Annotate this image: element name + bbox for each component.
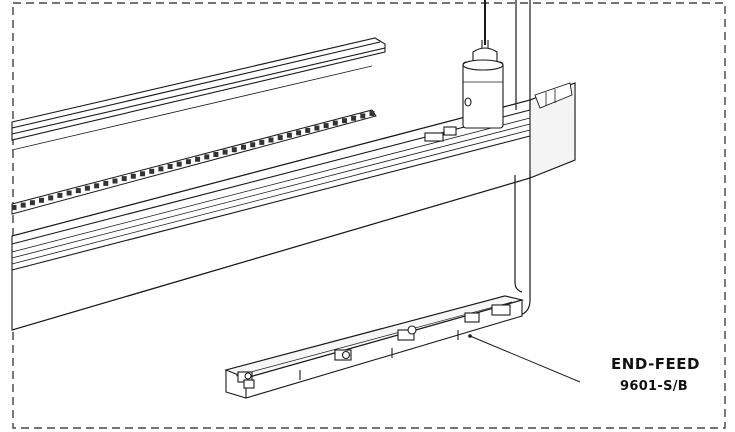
callout-leader-line (469, 335, 581, 383)
led-chip (158, 166, 164, 172)
led-chip (369, 111, 375, 116)
led-chip (351, 115, 357, 121)
led-chip (29, 200, 35, 206)
led-chip (296, 130, 302, 136)
aluminium-profile (11, 82, 576, 331)
led-chip (176, 161, 182, 167)
led-chip (286, 132, 292, 138)
callout-part-number: 9601-S/B (620, 379, 688, 394)
led-chip (48, 195, 54, 201)
led-chip (75, 188, 81, 194)
led-chip (241, 144, 246, 150)
led-chip (213, 152, 219, 157)
led-chip (11, 205, 17, 210)
led-chip (103, 180, 109, 186)
led-chip (57, 192, 63, 198)
led-chip (20, 202, 26, 208)
led-chip (94, 183, 100, 189)
led-chip (130, 173, 136, 179)
led-chip (323, 123, 329, 129)
led-chip (185, 159, 191, 165)
dashed-frame (12, 2, 726, 429)
led-chips (11, 111, 375, 210)
led-chip (39, 197, 44, 203)
led-chip (259, 139, 265, 145)
led-chip (149, 168, 155, 174)
led-chip (84, 185, 90, 191)
led-chip (250, 142, 256, 148)
callout-leader-dot (468, 334, 472, 338)
led-chip (140, 171, 145, 177)
led-strip (11, 109, 377, 215)
led-chip (360, 113, 366, 119)
suspension-cable-gripper (462, 0, 504, 129)
diffuser-cover-strip (11, 37, 386, 151)
led-chip (66, 190, 72, 196)
led-chip (332, 120, 338, 126)
led-chip (112, 178, 118, 184)
led-chip (268, 137, 274, 143)
callout-title: END-FEED (611, 355, 700, 373)
led-chip (121, 176, 127, 182)
led-chip (277, 135, 283, 141)
led-chip (342, 118, 347, 124)
led-chip (305, 127, 311, 133)
end-feed-connector (224, 295, 525, 399)
led-chip (195, 156, 201, 162)
led-chip (204, 154, 210, 160)
led-chip (222, 149, 228, 155)
led-chip (231, 147, 237, 153)
led-chip (314, 125, 320, 131)
led-chip (167, 164, 173, 169)
